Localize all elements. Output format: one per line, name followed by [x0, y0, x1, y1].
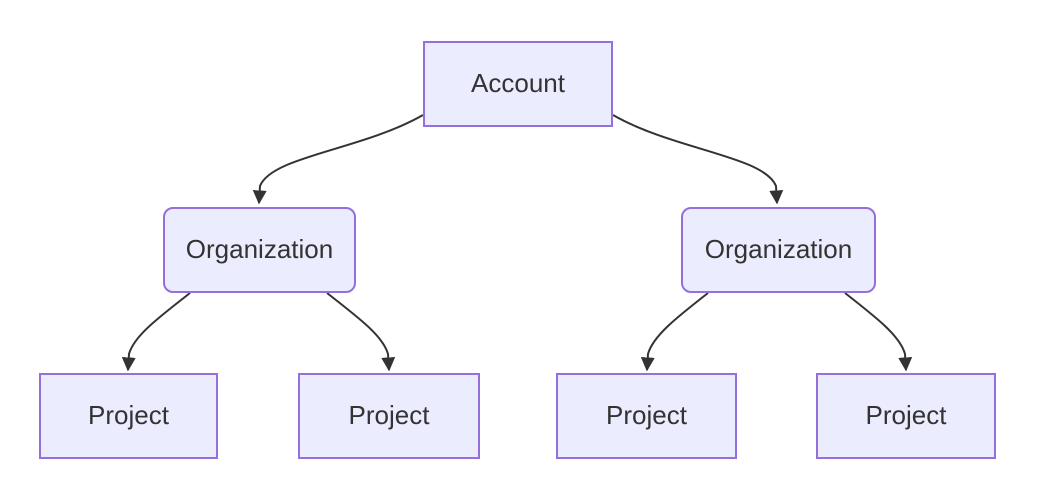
edge-organization-right-to-project-3 — [640, 292, 709, 372]
node-project-1-label: Project — [88, 400, 169, 431]
edge-organization-right-to-project-4 — [844, 292, 913, 372]
edge-organization-left-to-project-1 — [121, 292, 191, 372]
edge-organization-left-to-project-2 — [326, 292, 396, 372]
node-organization-right-label: Organization — [704, 234, 853, 265]
node-project-2-label: Project — [348, 400, 430, 431]
node-project-1: Project — [39, 373, 218, 459]
node-organization-left-label: Organization — [185, 234, 334, 265]
node-organization-left: Organization — [163, 207, 356, 293]
node-project-4-label: Project — [865, 400, 947, 431]
node-project-3-label: Project — [606, 400, 687, 431]
edge-account-to-organization-right — [612, 114, 784, 205]
edge-account-to-organization-left — [252, 114, 424, 205]
node-project-4: Project — [816, 373, 996, 459]
node-organization-right: Organization — [681, 207, 876, 293]
node-project-2: Project — [298, 373, 480, 459]
node-account: Account — [423, 41, 613, 127]
node-account-label: Account — [471, 68, 565, 99]
node-project-3: Project — [556, 373, 737, 459]
